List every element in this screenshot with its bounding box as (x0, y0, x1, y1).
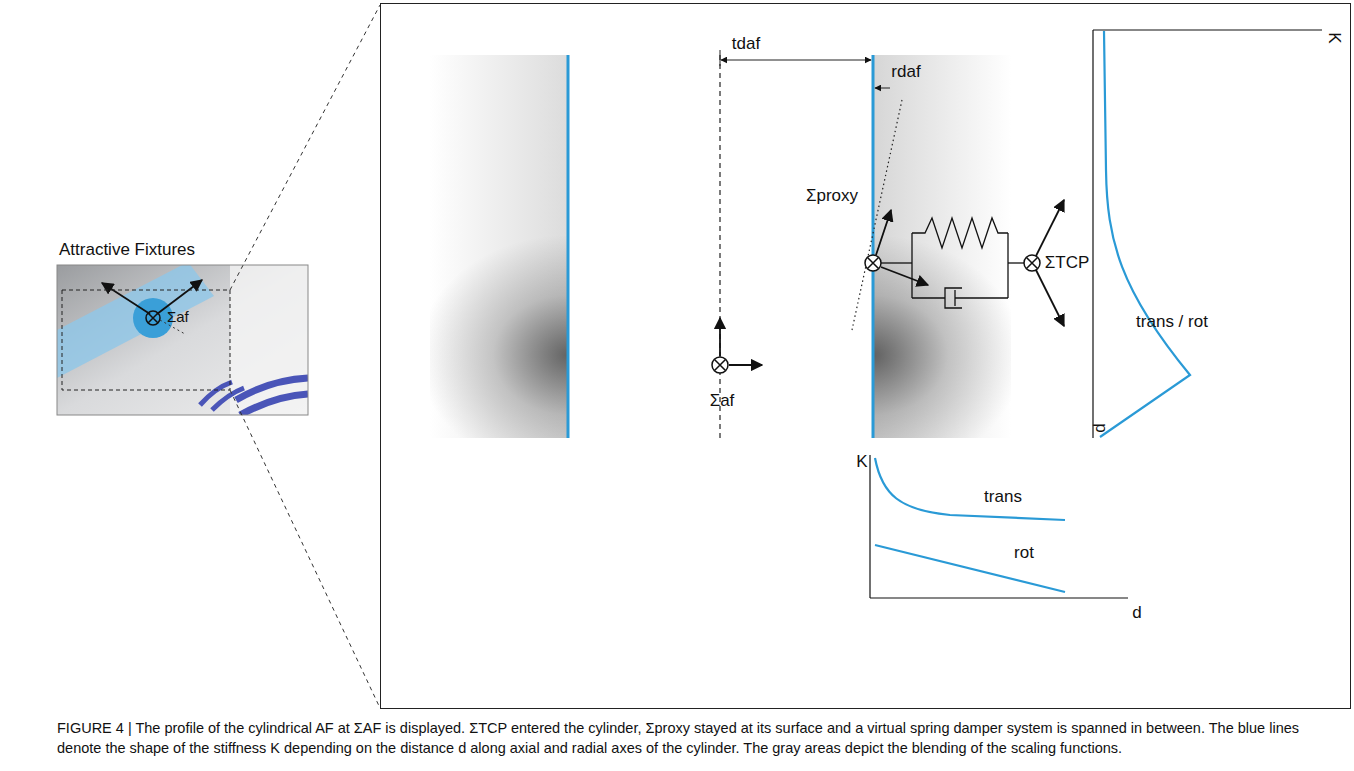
curve-label: rot (1014, 543, 1034, 563)
frame-label: Σaf (710, 391, 735, 411)
frame-label: Σproxy (806, 186, 858, 206)
axis-label: K (856, 452, 867, 472)
axis-label: p (1091, 423, 1111, 432)
figure-caption: FIGURE 4 | The profile of the cylindrica… (57, 718, 1347, 759)
photo-panel: Attractive FixturesΣaf (57, 238, 309, 416)
photo (57, 265, 308, 415)
curve-label: trans / rot (1136, 312, 1208, 332)
axis-label: d (1132, 603, 1141, 623)
curve-label: trans (984, 487, 1022, 507)
frame-label: Σaf (167, 308, 189, 325)
photo-heading: Attractive Fixtures (59, 240, 195, 260)
dimension-label: rdaf (891, 62, 920, 82)
dimension-label: tdaf (732, 34, 760, 54)
frame-label: ΣTCP (1045, 253, 1090, 273)
axis-label: K (1324, 32, 1344, 43)
